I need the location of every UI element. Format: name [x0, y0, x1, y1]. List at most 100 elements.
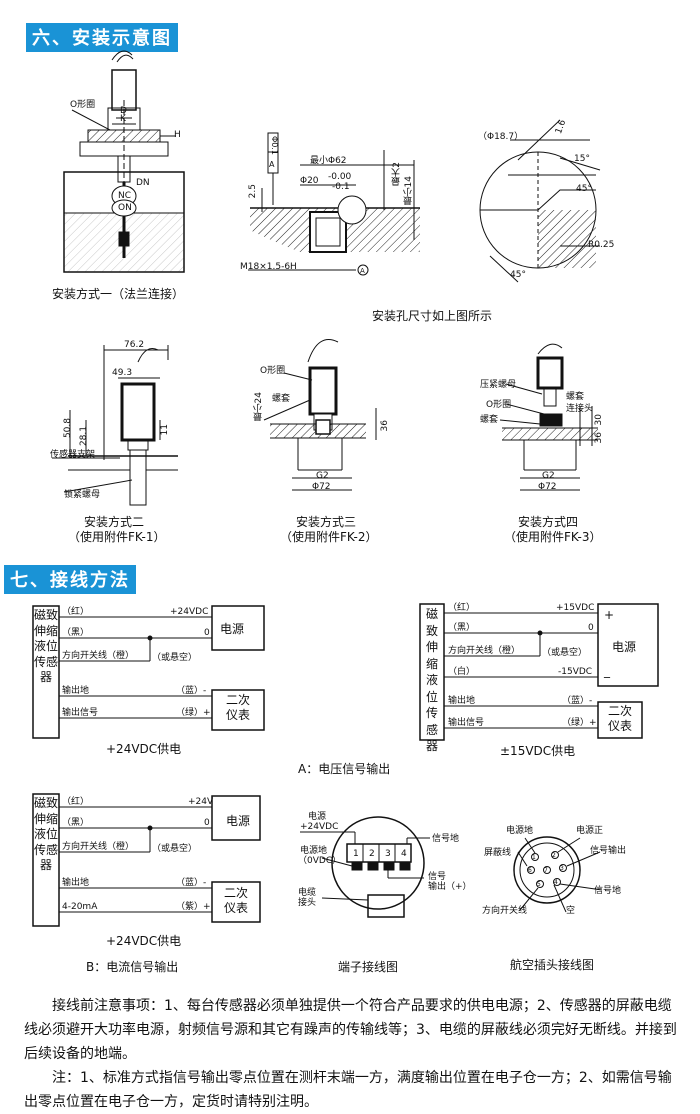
fig6-dim-36: 36 — [594, 432, 604, 444]
fig5-caption-line2: （使用附件FK-2） — [280, 530, 378, 544]
notes-block: 接线前注意事项：1、每台传感器必须单独提供一个符合产品要求的供电电源；2、传感器… — [24, 994, 684, 1114]
terminal-diagram-lines — [300, 816, 430, 918]
fig6-phi72: Φ72 — [538, 482, 557, 492]
fig4-dim-28-1: 28.1 — [79, 426, 89, 447]
plug-pin-1: 1 — [532, 854, 536, 861]
terminal-power-ground-label: 电源地 — [300, 846, 328, 856]
section-title-installation: 六、安装示意图 — [26, 23, 178, 52]
wiring-c-sensor-label: 磁致伸缩液位传感器 — [34, 796, 59, 872]
plug-pin-7: 7 — [544, 867, 548, 874]
wiring-c-row4-right: （蓝）- — [176, 878, 207, 888]
terminal-pin-1: 1 — [353, 849, 359, 859]
fig4-caption-line2: （使用附件FK-1） — [68, 530, 166, 544]
fig3-phi18-7: （Φ18.7） — [478, 132, 524, 142]
wiring-b-power-label: 电源 — [612, 640, 637, 654]
fig2-tolerance-upper: -0.00 — [328, 172, 352, 182]
fig1-on-label: ON — [118, 203, 132, 213]
terminal-0vdc-label: （0VDC） — [298, 856, 342, 866]
fig5-g2: G2 — [316, 471, 329, 481]
fig2-mounting-hole-drawing — [248, 132, 420, 276]
section-title-wiring: 七、接线方法 — [4, 565, 136, 594]
fig3-angle-15: 15° — [574, 154, 590, 164]
wiring-c-row3-right: （或悬空） — [152, 844, 198, 854]
terminal-pin-4: 4 — [401, 849, 407, 859]
wiring-c-power-label: 电源 — [226, 814, 251, 828]
wiring-b-plus: + — [604, 608, 615, 622]
wiring-b-row3-right: （或悬空） — [542, 648, 588, 658]
wiring-b-row4-right: -15VDC — [558, 667, 593, 677]
plug-caption: 航空插头接线图 — [510, 958, 595, 972]
wiring-b-row2-left: （黑） — [448, 623, 476, 633]
wiring-a-row4-right: （蓝）- — [176, 686, 207, 696]
note-zero-position: 注：1、标准方式指信号输出零点位置在测杆末端一方，满度输出位置在电子仓一方；2、… — [24, 1070, 672, 1110]
fig4-dim-49-3: 49.3 — [112, 368, 133, 378]
plug-signal-output-label: 信号输出 — [590, 846, 627, 856]
wiring-a-row4-left: 输出地 — [62, 686, 90, 696]
fig6-joint-label: 连接头 — [566, 404, 594, 414]
wiring-a-row2-right: 0 — [204, 628, 210, 638]
wiring-b-row1-left: （红） — [448, 603, 476, 613]
plug-pin-4: 4 — [554, 879, 558, 886]
wiring-a-sensor-label: 磁致伸缩液位传感器 — [34, 608, 59, 684]
fig2-datum-a: A — [360, 267, 365, 275]
fig6-sleeve-label-left: 螺套 — [480, 415, 499, 425]
wiring-b-instrument-label: 二次仪表 — [607, 704, 632, 733]
wiring-diagram-c-lines — [32, 793, 261, 927]
fig5-sleeve-label: 螺套 — [272, 394, 291, 404]
wiring-c-row2-right: 0 — [204, 818, 210, 828]
fig2-tolerance-lower: -0.1 — [332, 182, 350, 192]
wiring-a-row3-right: （或悬空） — [152, 653, 198, 663]
terminal-signal-ground-label: 信号地 — [432, 834, 460, 844]
fig4-nut-label: 锁紧螺母 — [64, 490, 101, 500]
wiring-a-instrument-label: 二次仪表 — [225, 693, 250, 722]
wiring-b-row3-left: 方向开关线（橙） — [448, 646, 521, 656]
fig2-min-phi62: 最小Φ62 — [310, 156, 347, 166]
fig3-radius-0-25: R0.25 — [588, 240, 615, 250]
wiring-c-row3-left: 方向开关线（橙） — [62, 842, 135, 852]
terminal-pin-2: 2 — [369, 849, 375, 859]
fig5-threaded-install-drawing — [263, 339, 377, 491]
plug-pin-2: 2 — [552, 852, 556, 859]
fig2-thread-label: M18×1.5-6H — [240, 262, 297, 272]
wiring-b-row6-right: （绿）+ — [562, 718, 597, 728]
fig1-oring-label: O形圈 — [70, 100, 96, 110]
wiring-b-row6-left: 输出信号 — [448, 718, 485, 728]
fig2-max2: 最大2 — [392, 162, 402, 186]
plug-power-ground-label: 电源地 — [506, 826, 534, 836]
fig4-dim-50-8: 50.8 — [63, 418, 73, 439]
wiring-b-sensor-label: 磁致伸缩液位传感器 — [425, 607, 438, 753]
wiring-b-row4-left: （白） — [448, 667, 476, 677]
fig1-nc-label: NC — [118, 191, 132, 201]
fig4-support-label: 传感器支架 — [50, 450, 96, 460]
wiring-b-row2-right: 0 — [588, 623, 594, 633]
fig6-caption-line2: （使用附件FK-3） — [504, 530, 602, 544]
wiring-a-row5-right: （绿）+ — [176, 708, 211, 718]
wiring-b-minus: _ — [604, 664, 610, 678]
fig6-nut-label: 压紧螺母 — [480, 380, 517, 390]
wiring-c-row1-left: （红） — [62, 797, 90, 807]
terminal-signal-label: 信号 — [428, 872, 447, 882]
fig1-caption: 安装方式一（法兰连接） — [52, 287, 185, 301]
plug-signal-ground-label: 信号地 — [594, 886, 622, 896]
wiring-a-row5-left: 输出信号 — [62, 708, 99, 718]
terminal-power-label: 电源 — [308, 812, 327, 822]
aviation-plug-diagram-lines — [513, 836, 603, 913]
plug-power-positive-label: 电源正 — [576, 826, 604, 836]
fig2-phi20: Φ20 — [300, 176, 319, 186]
wiring-c-instrument-label: 二次仪表 — [223, 886, 248, 915]
fig2-caption: 安装孔尺寸如上图所示 — [372, 309, 493, 323]
wiring-c-row4-left: 输出地 — [62, 878, 90, 888]
fig4-dim-11: 11 — [160, 424, 170, 436]
fig6-dim-30: 30 — [594, 414, 604, 426]
terminal-caption: 端子接线图 — [338, 960, 399, 974]
wiring-c-caption: +24VDC供电 — [106, 934, 182, 948]
fig4-caption-line1: 安装方式二 — [84, 515, 145, 529]
fig6-g2: G2 — [542, 471, 555, 481]
fig2-dim-2-5: 2.5 — [248, 184, 258, 199]
plug-empty-label: 空 — [566, 906, 576, 916]
wiring-a-row2-left: （黑） — [62, 628, 90, 638]
fig6-sleeve-label-right: 螺套 — [566, 392, 585, 402]
wiring-b-row5-left: 输出地 — [448, 696, 476, 706]
plug-direction-switch-label: 方向开关线 — [482, 906, 528, 916]
